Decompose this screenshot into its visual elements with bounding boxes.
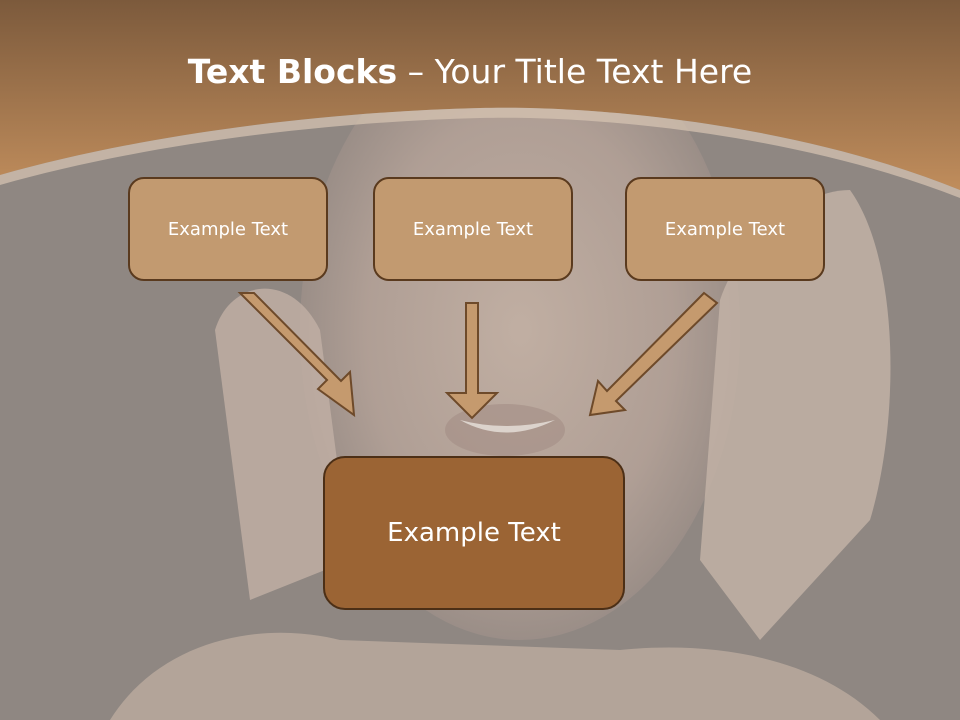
text-block-top-center[interactable]: Example Text	[373, 177, 573, 281]
text-block-top-right[interactable]: Example Text	[625, 177, 825, 281]
slide-title: Text Blocks – Your Title Text Here	[0, 52, 940, 91]
text-block-top-left[interactable]: Example Text	[128, 177, 328, 281]
title-rest: – Your Title Text Here	[397, 52, 753, 91]
title-bold: Text Blocks	[187, 52, 398, 91]
text-block-main[interactable]: Example Text	[323, 456, 625, 610]
